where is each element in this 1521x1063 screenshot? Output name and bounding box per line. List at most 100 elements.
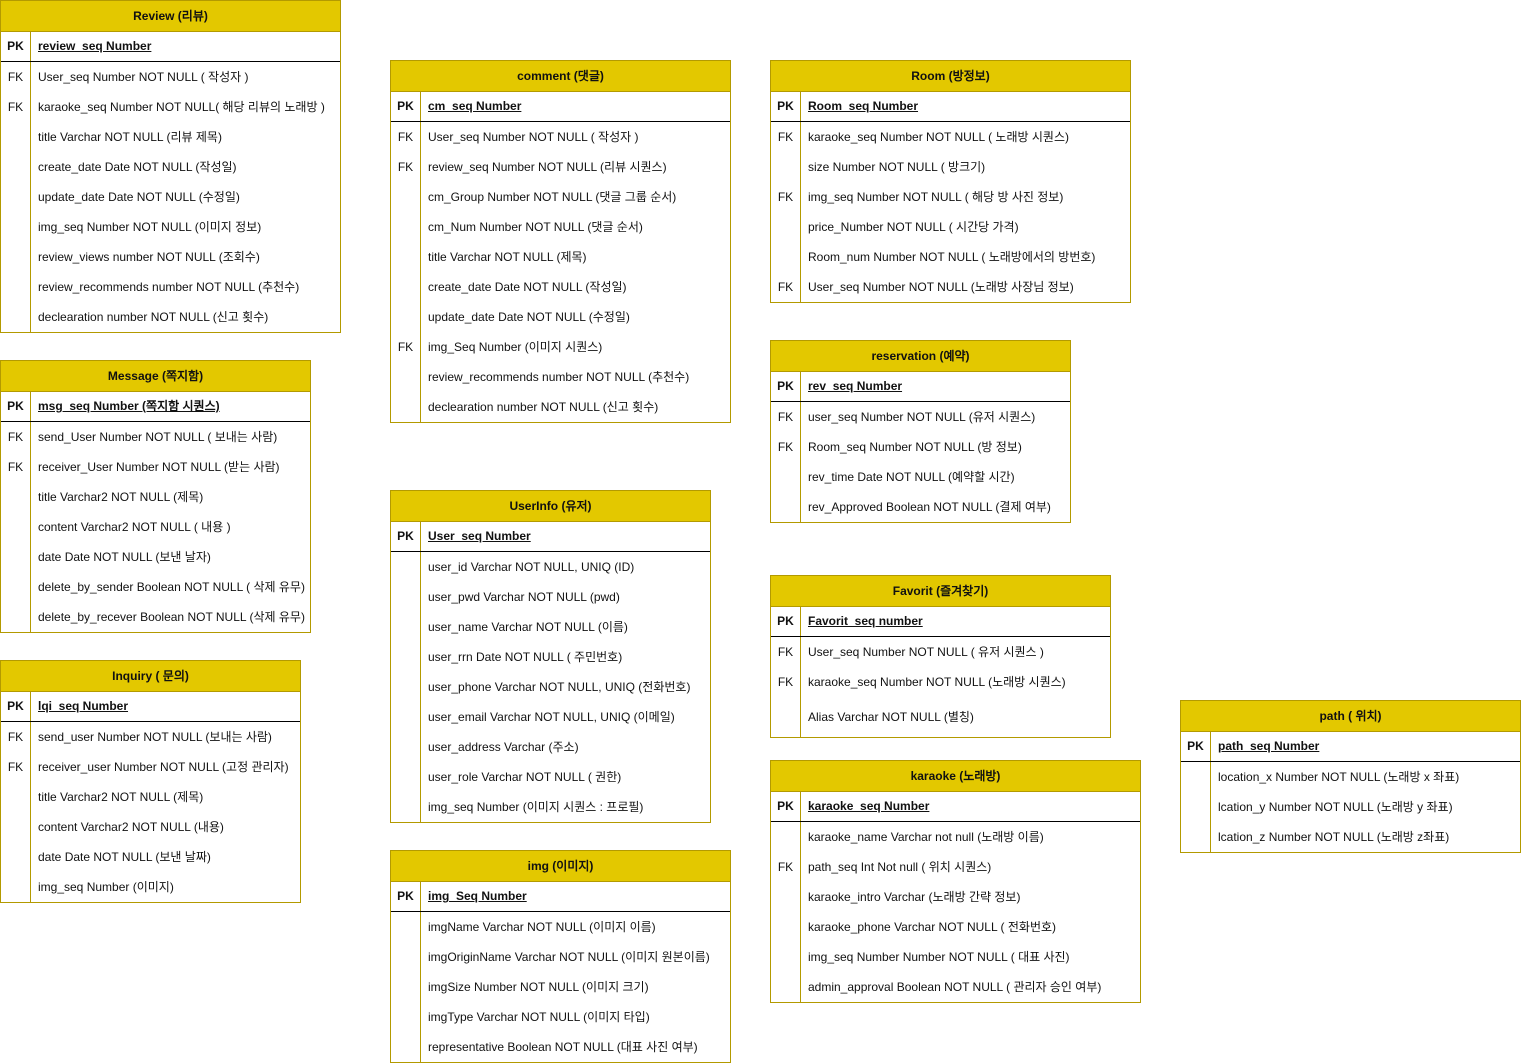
- primary-key-row[interactable]: PK img_Seq Number: [391, 882, 730, 912]
- field-row[interactable]: img_seq Number (이미지): [1, 872, 300, 902]
- field-row[interactable]: title Varchar NOT NULL (리뷰 제목): [1, 122, 340, 152]
- field-label: rev_seq Number: [808, 379, 903, 393]
- key-marker: FK: [777, 675, 794, 689]
- field-label: create_date Date NOT NULL (작성일): [428, 280, 627, 294]
- field-row[interactable]: delete_by_sender Boolean NOT NULL ( 삭제 유…: [1, 572, 310, 602]
- field-row[interactable]: user_address Varchar (주소): [391, 732, 710, 762]
- field-row[interactable]: content Varchar2 NOT NULL ( 내용 ): [1, 512, 310, 542]
- entity-title: Room (방정보): [771, 61, 1130, 92]
- field-row[interactable]: user_name Varchar NOT NULL (이름): [391, 612, 710, 642]
- field-row[interactable]: review_views number NOT NULL (조회수): [1, 242, 340, 272]
- field-row[interactable]: update_date Date NOT NULL (수정일): [1, 182, 340, 212]
- field-row[interactable]: imgType Varchar NOT NULL (이미지 타입): [391, 1002, 730, 1032]
- field-row[interactable]: karaoke_phone Varchar NOT NULL ( 전화번호): [771, 912, 1140, 942]
- field-row[interactable]: review_recommends number NOT NULL (추천수): [1, 272, 340, 302]
- field-row[interactable]: imgOriginName Varchar NOT NULL (이미지 원본이름…: [391, 942, 730, 972]
- key-marker: FK: [777, 410, 794, 424]
- field-row[interactable]: admin_approval Boolean NOT NULL ( 관리자 승인…: [771, 972, 1140, 1002]
- field-row[interactable]: declearation number NOT NULL (신고 횟수): [391, 392, 730, 422]
- field-row[interactable]: date Date NOT NULL (보낸 날자): [1, 542, 310, 572]
- field-row[interactable]: user_email Varchar NOT NULL, UNIQ (이메일): [391, 702, 710, 732]
- field-row[interactable]: lcation_y Number NOT NULL (노래방 y 좌표): [1181, 792, 1520, 822]
- field-row[interactable]: img_seq Number Number NOT NULL ( 대표 사진): [771, 942, 1140, 972]
- field-row[interactable]: rev_time Date NOT NULL (예약할 시간): [771, 462, 1070, 492]
- field-row[interactable]: delete_by_recever Boolean NOT NULL (삭제 유…: [1, 602, 310, 632]
- field-row[interactable]: img_seq Number NOT NULL (이미지 정보): [1, 212, 340, 242]
- field-row[interactable]: user_id Varchar NOT NULL, UNIQ (ID): [391, 552, 710, 582]
- field-label: img_Seq Number: [428, 889, 527, 903]
- field-row[interactable]: karaoke_name Varchar not null (노래방 이름): [771, 822, 1140, 852]
- field-row[interactable]: declearation number NOT NULL (신고 횟수): [1, 302, 340, 332]
- field-label: title Varchar NOT NULL (제목): [428, 250, 587, 264]
- field-row[interactable]: date Date NOT NULL (보낸 날짜): [1, 842, 300, 872]
- field-row[interactable]: review_recommends number NOT NULL (추천수): [391, 362, 730, 392]
- field-row[interactable]: Room_num Number NOT NULL ( 노래방에서의 방번호): [771, 242, 1130, 272]
- key-marker: PK: [397, 889, 414, 903]
- field-row[interactable]: user_pwd Varchar NOT NULL (pwd): [391, 582, 710, 612]
- field-row[interactable]: location_x Number NOT NULL (노래방 x 좌표): [1181, 762, 1520, 792]
- field-row[interactable]: user_phone Varchar NOT NULL, UNIQ (전화번호): [391, 672, 710, 702]
- field-row[interactable]: title Varchar2 NOT NULL (제목): [1, 782, 300, 812]
- field-row[interactable]: create_date Date NOT NULL (작성일): [1, 152, 340, 182]
- field-row[interactable]: imgName Varchar NOT NULL (이미지 이름): [391, 912, 730, 942]
- field-row[interactable]: user_rrn Date NOT NULL ( 주민번호): [391, 642, 710, 672]
- field-label: rev_Approved Boolean NOT NULL (결제 여부): [808, 500, 1051, 514]
- field-row[interactable]: cm_Num Number NOT NULL (댓글 순서): [391, 212, 730, 242]
- field-row[interactable]: size Number NOT NULL ( 방크기): [771, 152, 1130, 182]
- field-row[interactable]: content Varchar2 NOT NULL (내용): [1, 812, 300, 842]
- field-row[interactable]: rev_Approved Boolean NOT NULL (결제 여부): [771, 492, 1070, 522]
- field-row[interactable]: img_seq Number (이미지 시퀀스 : 프로필): [391, 792, 710, 822]
- entity-title: Favorit (즐겨찾기): [771, 576, 1110, 607]
- field-row[interactable]: title Varchar2 NOT NULL (제목): [1, 482, 310, 512]
- field-row[interactable]: cm_Group Number NOT NULL (댓글 그룹 순서): [391, 182, 730, 212]
- field-row[interactable]: imgSize Number NOT NULL (이미지 크기): [391, 972, 730, 1002]
- field-row[interactable]: update_date Date NOT NULL (수정일): [391, 302, 730, 332]
- field-row[interactable]: Alias Varchar NOT NULL (별칭): [771, 697, 1110, 737]
- field-row[interactable]: title Varchar NOT NULL (제목): [391, 242, 730, 272]
- field-row[interactable]: representative Boolean NOT NULL (대표 사진 여…: [391, 1032, 730, 1062]
- field-row[interactable]: create_date Date NOT NULL (작성일): [391, 272, 730, 302]
- field-row[interactable]: lcation_z Number NOT NULL (노래방 z좌표): [1181, 822, 1520, 852]
- field-row[interactable]: user_role Varchar NOT NULL ( 권한): [391, 762, 710, 792]
- field-row[interactable]: price_Number NOT NULL ( 시간당 가격): [771, 212, 1130, 242]
- field-row[interactable]: karaoke_intro Varchar (노래방 간략 정보): [771, 882, 1140, 912]
